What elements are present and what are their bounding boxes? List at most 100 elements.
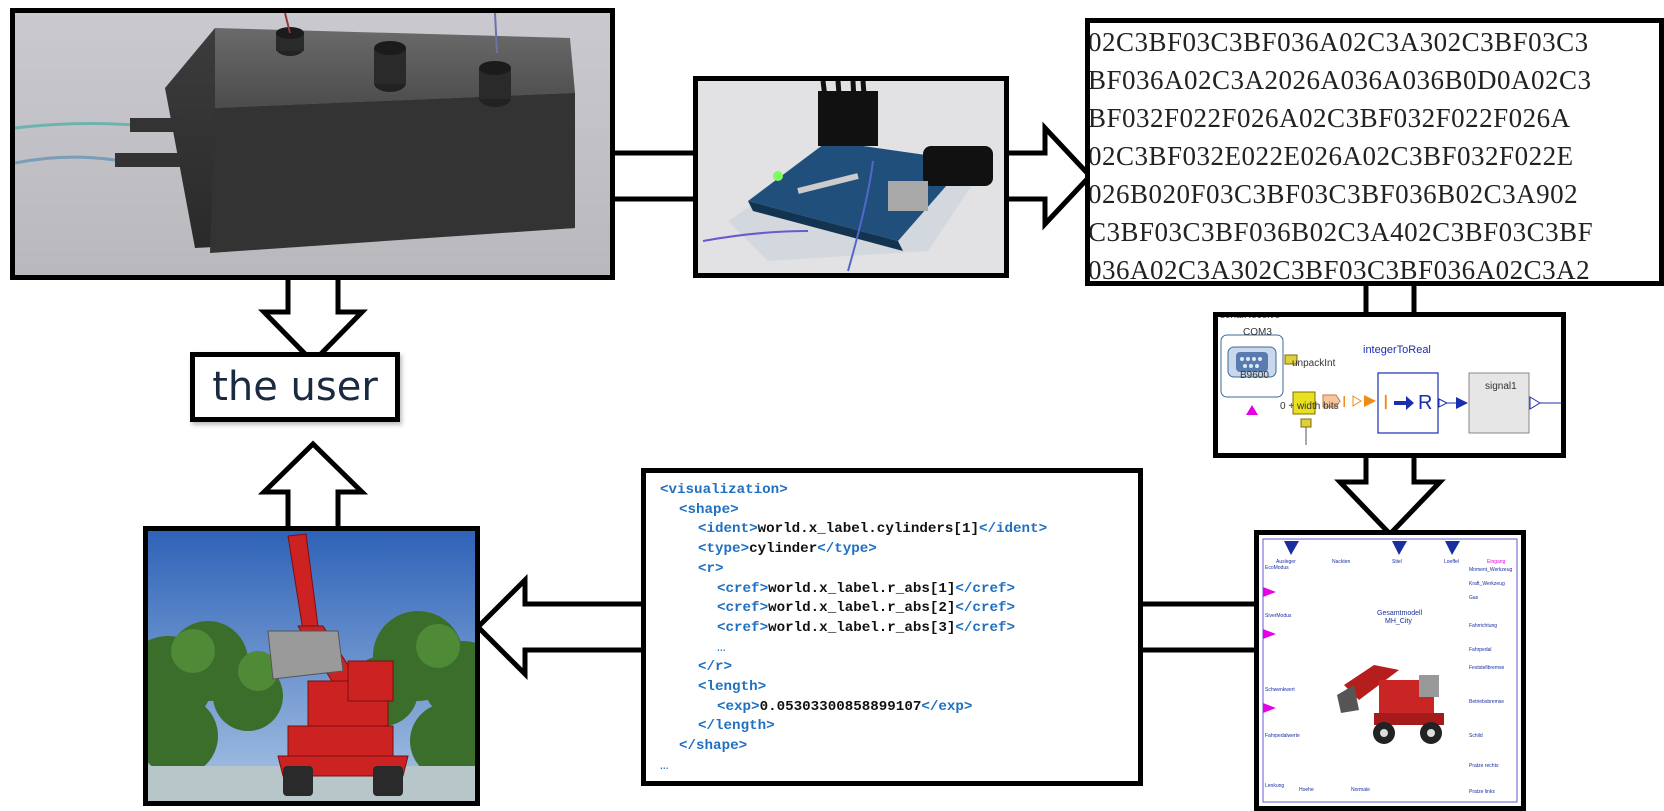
model-port-label: Loeffel [1444, 559, 1459, 565]
xml-line: </r> [660, 658, 1138, 678]
xml-line: </length> [660, 717, 1138, 737]
xml-close-tag: </cref> [955, 619, 1016, 636]
xml-text: cylinder [749, 541, 818, 558]
integer-to-real-label: integerToReal [1363, 344, 1431, 356]
model-port-label: Lenkung [1265, 783, 1285, 789]
xml-open-tag: </length> [698, 718, 775, 735]
user-label: the user [190, 352, 400, 422]
baud-label: B9600 [1240, 370, 1269, 381]
xml-line: … [660, 757, 1138, 777]
connector-box-arduino [609, 150, 701, 202]
model-port-label: Fahrpedalwerte [1265, 733, 1300, 739]
xml-line: <length> [660, 678, 1138, 698]
signal-label: signal1 [1485, 381, 1517, 392]
model-port-label: Pratze links [1469, 789, 1495, 795]
xml-open-tag: <ident> [698, 521, 758, 538]
arrow-scene-to-user [257, 440, 369, 533]
model-port-label: Fahrpedal [1469, 647, 1492, 653]
xml-line: <type>cylinder</type> [660, 540, 1138, 560]
model-port-label: Moment_Werkzeug [1469, 567, 1513, 573]
model-port-label: Eingang [1487, 559, 1506, 565]
serial-receive-label: serialReceive [1220, 312, 1281, 321]
xml-close-tag: </cref> [955, 580, 1016, 597]
hex-line: 02C3BF032E022E026A02C3BF032F022E [1088, 141, 1574, 171]
xml-close-tag: </exp> [921, 698, 973, 715]
xml-open-tag: <length> [698, 679, 767, 696]
model-port-label: Feststellbremse [1469, 665, 1505, 671]
xml-line: <cref>world.x_label.r_abs[1]</cref> [660, 580, 1138, 600]
xml-close-tag: </cref> [955, 600, 1016, 617]
connector-model-xml [1135, 601, 1261, 653]
xml-close-tag: </type> [817, 541, 877, 558]
xml-open-tag: </shape> [679, 738, 748, 755]
xml-open-tag: <type> [698, 541, 750, 558]
hex-line: BF032F022F026A02C3BF032F022F026A [1088, 103, 1571, 133]
xml-line: </shape> [660, 737, 1138, 757]
arrow-arduino-to-hex [1002, 121, 1094, 231]
xml-line: <exp>0.05303300858899107</exp> [660, 698, 1138, 718]
xml-open-tag: <cref> [717, 619, 769, 636]
excavator-3d-scene [143, 526, 480, 806]
model-port-label: Normale [1351, 787, 1370, 793]
xml-open-tag: <visualization> [660, 482, 788, 498]
xml-open-tag: … [660, 757, 669, 774]
svg-text:I: I [1383, 392, 1389, 414]
hex-line: 026B020F03C3BF03C3BF036B02C3A902 [1088, 179, 1579, 209]
arrow-box-to-user [258, 267, 368, 366]
arrow-modelica-to-model [1334, 449, 1446, 538]
model-port-label: Gas [1469, 595, 1479, 601]
xml-open-tag: <exp> [717, 698, 760, 715]
model-port-label: SiverModus [1265, 613, 1292, 619]
xml-line: <visualization> [660, 481, 1138, 501]
model-subtitle: MH_City [1385, 618, 1412, 625]
width-bits-label: 0 + width bits [1280, 401, 1339, 412]
model-port-label: Betriebsbremse [1469, 699, 1505, 705]
model-title: Gesamtmodell [1377, 610, 1423, 617]
arduino-board-photo [693, 76, 1009, 278]
xml-line: <cref>world.x_label.r_abs[2]</cref> [660, 599, 1138, 619]
model-port-label: Pratze rechts [1469, 763, 1499, 769]
xml-text: world.x_label.r_abs[1] [768, 580, 956, 597]
xml-text: world.x_label.r_abs[3] [768, 619, 956, 636]
com-port-label: COM3 [1243, 327, 1272, 338]
xml-text: world.x_label.cylinders[1] [757, 521, 979, 538]
i-glyph-small: I [1342, 394, 1346, 411]
xml-open-tag: <cref> [717, 580, 769, 597]
svg-text:R: R [1418, 392, 1432, 414]
xml-line: … [660, 639, 1138, 659]
xml-open-tag: </r> [698, 659, 733, 676]
connector-hex-modelica [1363, 280, 1417, 318]
xml-line: <r> [660, 560, 1138, 580]
xml-close-tag: </ident> [978, 521, 1048, 538]
xml-open-tag: <shape> [679, 501, 739, 518]
model-port-label: EcoModus [1265, 565, 1289, 571]
arrow-xml-to-scene [474, 573, 648, 681]
xml-open-tag: <r> [698, 560, 724, 577]
model-port-label: Ausleger [1276, 559, 1296, 565]
xml-open-tag: <cref> [717, 600, 769, 617]
xml-line: <shape> [660, 501, 1138, 521]
hex-line: 02C3BF03C3BF036A02C3A302C3BF03C3 [1088, 27, 1589, 57]
model-port-label: Kraft_Werkzeug [1469, 581, 1505, 587]
model-port-label: Fahrrichtung [1469, 623, 1498, 629]
xml-lines: <visualization><shape><ident>world.x_lab… [646, 473, 1138, 777]
model-port-label: Hoehe [1299, 787, 1314, 793]
xml-text: world.x_label.r_abs[2] [768, 600, 956, 617]
unpack-label: unpackInt [1292, 358, 1336, 369]
xml-open-tag: … [717, 639, 726, 656]
xml-text: 0.05303300858899107 [759, 698, 922, 715]
model-port-label: Schild [1469, 733, 1483, 739]
model-port-label: Schwenkwert [1265, 687, 1295, 693]
hex-line: 036A02C3A302C3BF03C3BF036A02C3A2 [1088, 255, 1591, 285]
controller-device-photo [10, 8, 615, 280]
modelica-serial-diagram: I I R serialReceive COM3 B9600 unpackInt… [1213, 312, 1566, 458]
hex-line: BF036A02C3A2026A036A036B0D0A02C3 [1088, 65, 1592, 95]
xml-line: <cref>world.x_label.r_abs[3]</cref> [660, 619, 1138, 639]
hex-line: C3BF03C3BF036B02C3A402C3BF03C3BF [1088, 217, 1594, 247]
visualization-xml: <visualization><shape><ident>world.x_lab… [641, 468, 1143, 786]
xml-line: <ident>world.x_label.cylinders[1]</ident… [660, 520, 1138, 540]
